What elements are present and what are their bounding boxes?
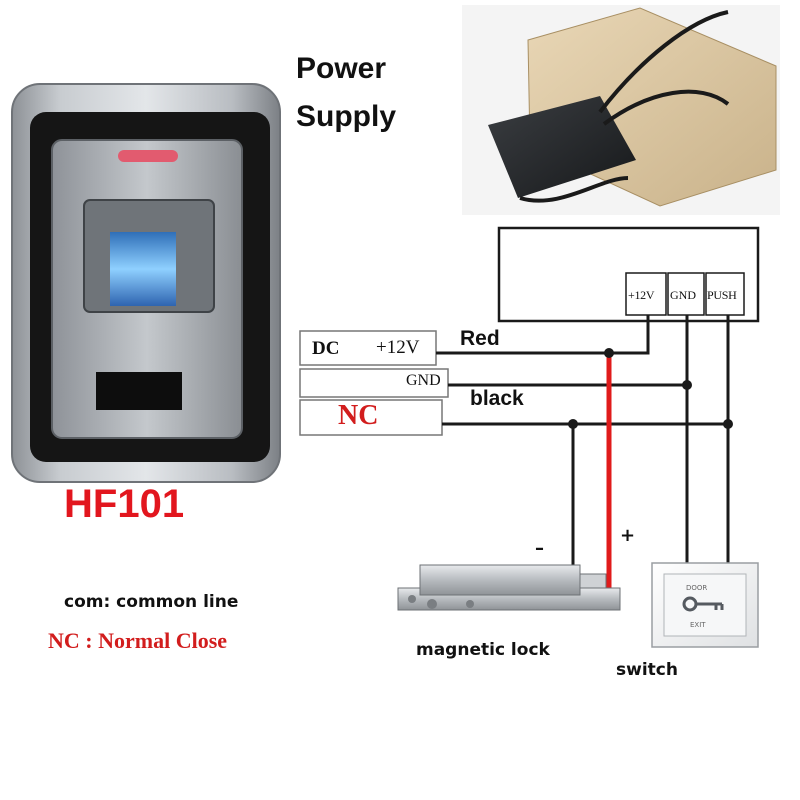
- power-supply-image: [462, 5, 780, 215]
- terminal-label-reader-gnd: GND: [406, 372, 441, 389]
- lock-bolt: [579, 573, 607, 589]
- exit-switch-image: [651, 562, 759, 648]
- junction-red: [604, 348, 614, 358]
- junction-gnd: [682, 380, 692, 390]
- terminal-label-reader-12v: +12V: [376, 337, 420, 358]
- lock-body: [419, 564, 581, 596]
- terminal-cell-12v: [625, 272, 667, 316]
- terminal-box-gnd: [299, 368, 449, 398]
- terminal-label-nc: NC: [338, 400, 379, 431]
- power-supply-terminal-block: [497, 226, 760, 323]
- reader-terminal-boxes: [299, 330, 449, 436]
- junction-nc-lock: [568, 419, 578, 429]
- magnetic-lock-label: magnetic lock: [416, 640, 550, 660]
- switch-label: switch: [616, 660, 678, 680]
- reader-key-slot: [96, 372, 182, 410]
- switch-plate-top-text: DOOR: [686, 584, 708, 592]
- switch-plate-bottom-text: EXIT: [690, 621, 706, 629]
- power-supply-title: Power: [296, 52, 387, 85]
- legend-nc: NC : Normal Close: [48, 628, 228, 653]
- reader-led: [118, 150, 178, 162]
- terminal-box-nc: [299, 399, 443, 436]
- terminal-cell-push: [705, 272, 745, 316]
- terminal-label-dc: DC: [312, 338, 340, 359]
- terminal-box-dc: [299, 330, 437, 366]
- fingerprint-reader-image: [11, 83, 281, 483]
- terminal-label-gnd: GND: [670, 288, 696, 302]
- terminal-label-push: PUSH: [707, 288, 737, 302]
- key-icon: [682, 596, 724, 612]
- power-supply-title-line2: Supply: [296, 100, 397, 133]
- wire-12v: [436, 315, 650, 355]
- power-supply-adapter: [488, 96, 636, 198]
- wire-label-red: Red: [460, 327, 500, 350]
- wire-label-black: black: [470, 387, 524, 410]
- reader-model-label: HF101: [64, 482, 185, 526]
- terminal-label-12v: +12V: [628, 288, 655, 302]
- lock-plus-sign: +: [620, 525, 636, 546]
- junction-nc-push: [723, 419, 733, 429]
- legend-com: com: common line: [64, 592, 239, 612]
- magnetic-lock-image: [397, 564, 621, 611]
- reader-sensor: [110, 232, 176, 306]
- lock-screw-right: [466, 600, 474, 608]
- lock-screw-center: [427, 599, 437, 609]
- wires: [436, 315, 733, 597]
- lock-minus-sign: –: [535, 538, 544, 559]
- power-supply-cable: [519, 10, 730, 203]
- lock-screw-left: [408, 595, 416, 603]
